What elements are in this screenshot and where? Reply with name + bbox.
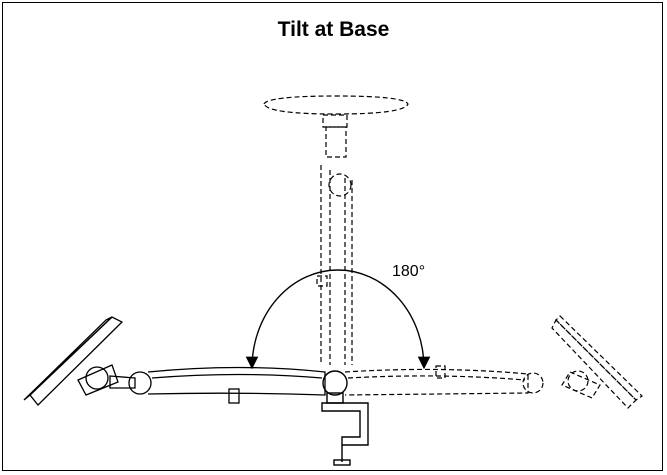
left-monitor-screen (29, 316, 124, 406)
left-arm-clip (228, 388, 240, 404)
left-arm-inner-line (151, 373, 323, 379)
right-arm-inner-line (347, 375, 526, 381)
top-monitor-mount (322, 114, 348, 128)
right-monitor-screen (551, 318, 637, 409)
right-monitor-bezel (555, 315, 643, 401)
angle-label: 180° (392, 263, 426, 280)
right-arm-clip (435, 365, 446, 379)
left-arm-body (147, 366, 326, 396)
vertical-arm-position (263, 95, 409, 365)
right-arm-body (344, 368, 529, 396)
vertical-arm-body (320, 165, 353, 365)
left-hinge (109, 375, 136, 389)
right-arm-position (344, 315, 643, 409)
base-clamp (321, 370, 369, 466)
top-tilt-head (325, 126, 347, 158)
tilt-range-arc (245, 269, 431, 370)
clamp-screw-knob (333, 459, 351, 466)
right-tilt-joint (567, 370, 589, 392)
clamp-body (321, 402, 369, 446)
vertical-arm-clip (316, 275, 328, 287)
top-monitor-screen (263, 95, 409, 115)
left-monitor-bezel (23, 316, 113, 401)
right-tilt-bracket (561, 371, 601, 399)
left-tilt-joint (85, 366, 109, 390)
figure-title: Tilt at Base (277, 18, 390, 41)
top-upper-joint (328, 173, 352, 197)
base-pivot-joint (322, 370, 348, 396)
left-tilt-bracket (77, 364, 119, 396)
right-elbow-joint (522, 372, 544, 394)
left-arm-position (23, 316, 326, 406)
left-elbow-joint (128, 371, 152, 395)
